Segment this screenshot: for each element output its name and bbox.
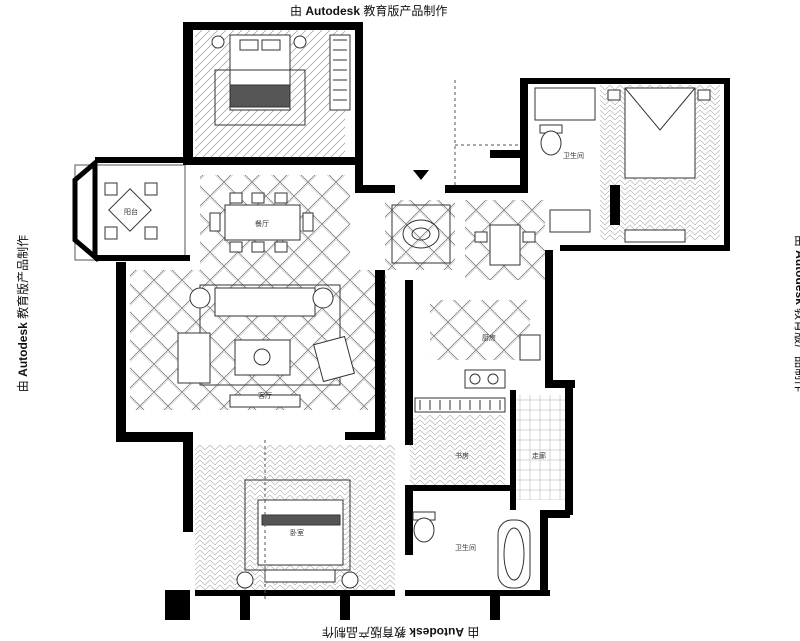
- top-bed: [211, 34, 307, 126]
- label-corridor: 走廊: [532, 451, 546, 460]
- label-bath-top: 卫生间: [563, 151, 584, 160]
- bathtub: [497, 519, 531, 589]
- toilet-bottom: [412, 511, 436, 543]
- foyer-medallion: [391, 204, 451, 264]
- right-dining-table: [474, 209, 591, 266]
- kitchen-counter: [464, 334, 541, 389]
- toilet-top: [539, 124, 563, 156]
- right-bed: [607, 87, 711, 179]
- top-wardrobe: [329, 34, 351, 111]
- bath-tile-floor: [515, 395, 565, 500]
- dining-table: [209, 192, 314, 253]
- entry-arrow: [413, 170, 429, 180]
- label-balcony: 阳台: [124, 207, 138, 216]
- balcony-bay: [72, 157, 98, 263]
- label-living: 客厅: [258, 391, 272, 400]
- label-study: 书房: [455, 451, 469, 460]
- watermark-top: 由 Autodesk 教育版产品制作: [290, 4, 448, 18]
- right-wardrobe: [534, 87, 596, 121]
- living-furniture: [177, 284, 355, 408]
- walls: [95, 22, 730, 620]
- master-bed: [236, 479, 359, 589]
- foyer-floor: [385, 200, 455, 270]
- kitchen-floor: [430, 300, 530, 360]
- label-master: 卧室: [290, 528, 304, 537]
- label-kitchen: 厨房: [482, 333, 496, 342]
- balcony-table: [104, 182, 158, 240]
- label-dining: 餐厅: [255, 219, 269, 228]
- label-bath-bottom: 卫生间: [455, 543, 476, 552]
- study-floor: [410, 415, 505, 490]
